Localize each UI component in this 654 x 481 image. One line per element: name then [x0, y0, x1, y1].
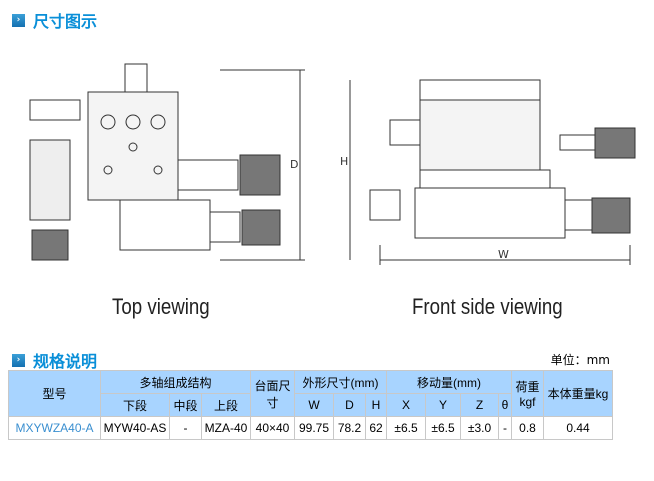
front-view-caption: Front side viewing [412, 294, 563, 319]
header-load: 荷重kgf [511, 370, 544, 417]
spec-table: 型号 多轴组成结构 台面尺寸 外形尺寸(mm) 移动量(mm) 荷重kgf 本体… [8, 370, 613, 440]
top-view-caption: Top viewing [112, 294, 210, 319]
cell-theta: - [498, 416, 512, 440]
header-table-size: 台面尺寸 [250, 370, 295, 417]
header-model: 型号 [8, 370, 101, 417]
cell-middle: - [169, 416, 202, 440]
header-middle: 中段 [169, 393, 202, 417]
header-structure: 多轴组成结构 [100, 370, 251, 394]
header-lower: 下段 [100, 393, 170, 417]
header-travel: 移动量(mm) [386, 370, 512, 394]
model-link[interactable]: MXYWZA40-A [8, 416, 101, 440]
cell-w: 99.75 [294, 416, 334, 440]
header-h: H [365, 393, 387, 417]
cell-y: ±6.5 [425, 416, 461, 440]
cell-upper: MZA-40 [201, 416, 251, 440]
cell-z: ±3.0 [460, 416, 499, 440]
cell-table-size: 40×40 [250, 416, 295, 440]
cell-h: 62 [365, 416, 387, 440]
front-view-drawing: H W [340, 79, 636, 265]
header-x: X [386, 393, 426, 417]
cell-d: 78.2 [333, 416, 366, 440]
cell-lower: MYW40-AS [100, 416, 170, 440]
header-upper: 上段 [201, 393, 251, 417]
dimension-d-label: D [290, 158, 298, 171]
cell-load: 0.8 [511, 416, 544, 440]
header-weight: 本体重量kg [543, 370, 613, 417]
cell-weight: 0.44 [543, 416, 613, 440]
section-header-specs: › 规格说明 [12, 348, 97, 372]
unit-label: 单位：mm [550, 353, 610, 367]
chevron-right-icon: › [12, 353, 25, 367]
header-row: 型号 多轴组成结构 台面尺寸 外形尺寸(mm) 移动量(mm) 荷重kgf 本体… [8, 370, 613, 417]
dimension-w-label: W [498, 248, 509, 261]
header-theta: θ [498, 393, 512, 417]
subheader-row: 下段 中段 上段 W D H X Y Z θ [9, 393, 613, 417]
header-outer: 外形尺寸(mm) [294, 370, 387, 394]
chevron-right-icon: › [12, 13, 25, 27]
section-title: 尺寸图示 [33, 12, 98, 31]
dimension-h-label: H [340, 155, 348, 168]
header-w: W [294, 393, 334, 417]
section-header-dimensions: › 尺寸图示 [12, 8, 97, 32]
table-row: MXYWZA40-A MYW40-AS - MZA-40 40×40 99.75… [8, 416, 613, 440]
header-y: Y [425, 393, 461, 417]
section-title: 规格说明 [33, 352, 98, 371]
top-view-drawing: D [29, 63, 305, 261]
header-d: D [333, 393, 366, 417]
header-z: Z [460, 393, 499, 417]
cell-x: ±6.5 [386, 416, 426, 440]
